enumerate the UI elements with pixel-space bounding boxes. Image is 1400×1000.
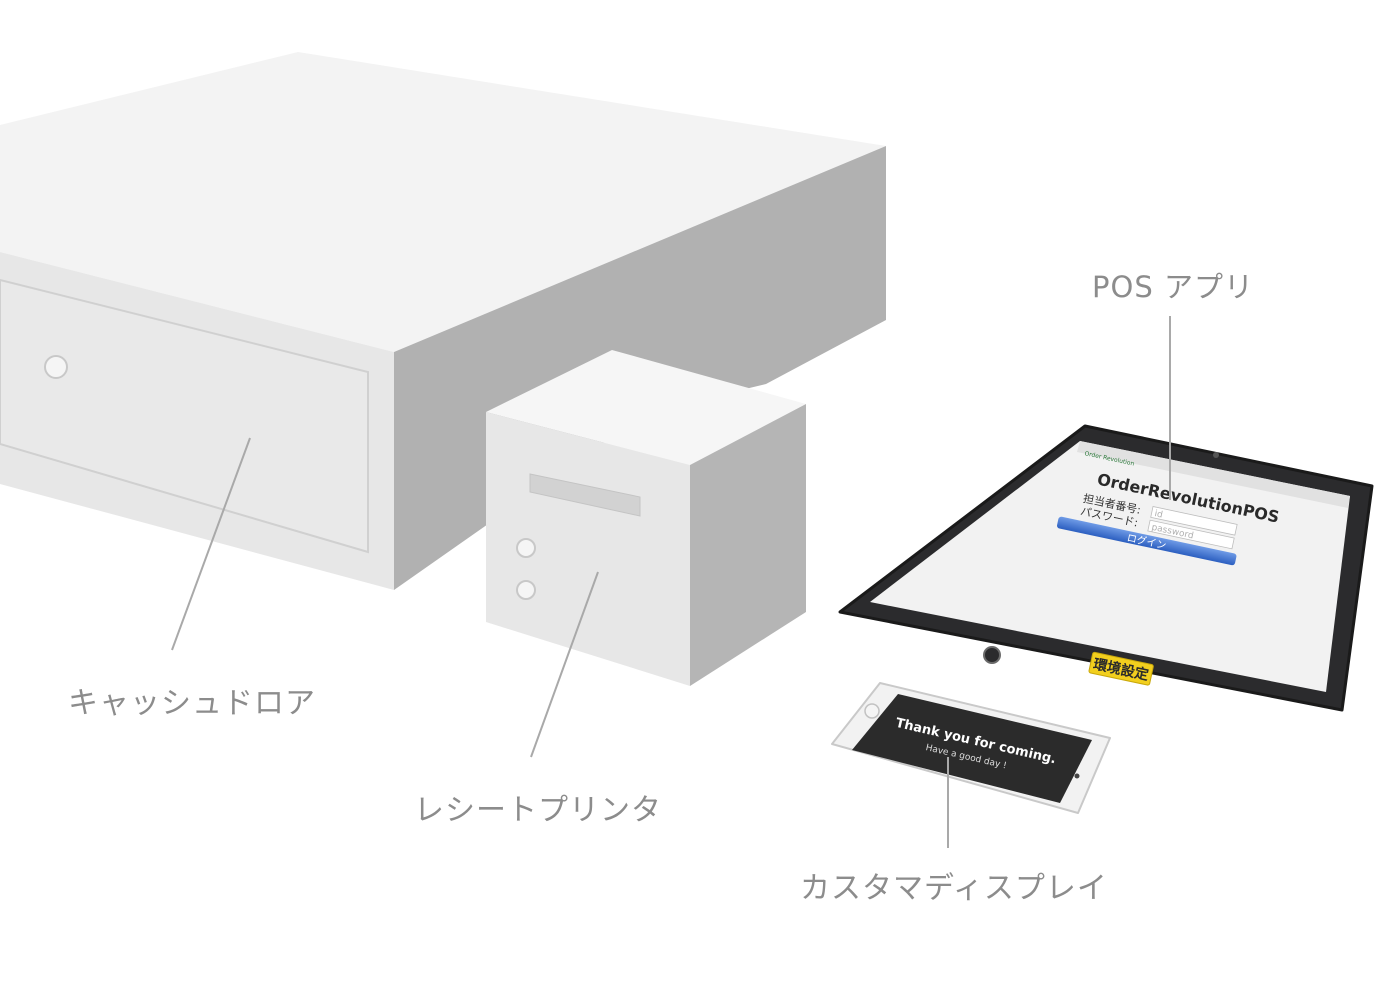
id-input[interactable]: [1150, 506, 1238, 536]
leader-lines: [171, 316, 1171, 848]
phone-home-button: [864, 703, 880, 719]
pos-tablet: Order Revolution OrderRevolutionPOS 担当者番…: [838, 424, 1374, 712]
printer-top: [486, 350, 806, 465]
printer-button-1: [516, 538, 536, 558]
phone-screen: [852, 694, 1092, 803]
printer-side: [690, 404, 806, 686]
tablet-home-button: [983, 646, 1001, 664]
cash-drawer-keyhole: [44, 355, 68, 379]
leader-line-cash-drawer: [171, 437, 251, 651]
customer-display-phone: Thank you for coming. Have a good day !: [831, 682, 1111, 814]
tablet-status-bar: [1077, 441, 1350, 508]
password-input[interactable]: [1147, 519, 1235, 550]
cash-drawer-tray: [0, 278, 369, 554]
leader-line-receipt-printer: [530, 571, 599, 758]
customer-display-label: カスタマディスプレイ: [800, 871, 1108, 906]
settings-button[interactable]: [1088, 651, 1154, 686]
cash-drawer-label: キャッシュドロア: [68, 686, 316, 721]
pos-app-label: POS アプリ: [1092, 270, 1254, 304]
login-button[interactable]: [1056, 516, 1237, 566]
paper-slot: [529, 473, 641, 517]
id-input-placeholder: id: [1153, 509, 1163, 520]
cash-drawer-top: [0, 52, 886, 352]
tablet-camera: [1213, 452, 1219, 458]
phone-camera: [1074, 773, 1080, 779]
receipt-printer: [486, 350, 806, 686]
tablet-screen: [870, 441, 1350, 692]
receipt-printer-label: レシートプリンタ: [414, 793, 662, 828]
printer-button-2: [516, 580, 536, 600]
